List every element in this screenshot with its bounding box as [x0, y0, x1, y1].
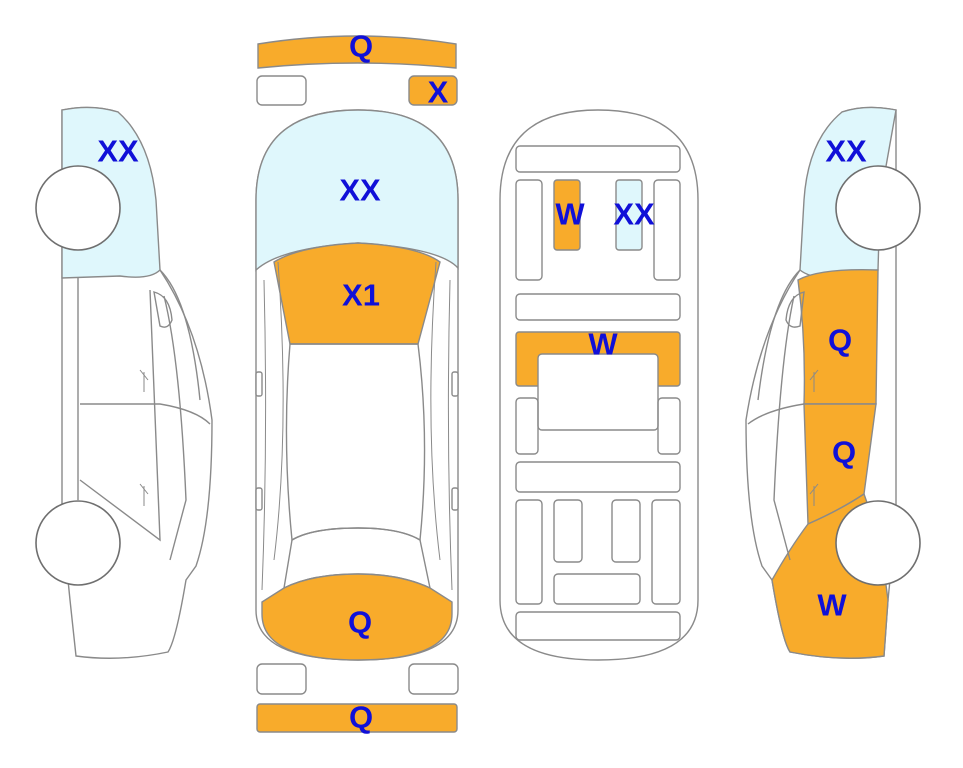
label-underbody-front-left-rail: W — [555, 197, 585, 232]
underbody-rear-crossbar — [515, 461, 681, 493]
underbody-left-sill — [515, 397, 539, 455]
rear-light-left[interactable] — [256, 663, 307, 695]
right-side-door-seam — [747, 403, 805, 425]
label-hood-front: X1 — [342, 278, 380, 313]
right-side-front-edge — [773, 295, 795, 561]
label-right-rear-door: Q — [832, 435, 856, 470]
right-side-rail — [447, 279, 453, 591]
left-side-rail-inner — [273, 261, 284, 561]
underbody-right-sill — [657, 397, 681, 455]
car-underbody-view — [499, 109, 699, 661]
damage-code-labels: Q X XX X1 Q Q XX XX Q Q W W XX W — [97, 29, 867, 735]
trunk[interactable] — [261, 573, 453, 661]
underbody-mid-bar — [515, 293, 681, 321]
underbody-rear-right-frame — [651, 499, 681, 605]
front-light-right[interactable] — [408, 75, 458, 106]
label-right-front-glass: XX — [825, 134, 867, 169]
right-rear-mirror — [451, 487, 459, 511]
left-side-rail — [261, 279, 267, 591]
underbody-rear-bumper-bar — [515, 611, 681, 641]
underbody-rear-inner-left — [553, 499, 583, 563]
car-left-side-view — [35, 106, 213, 659]
rear-bumper[interactable] — [256, 703, 458, 733]
left-side-front-door — [79, 289, 161, 542]
underbody-left-frame — [515, 179, 543, 281]
left-side-mirror — [153, 291, 173, 328]
front-light-left[interactable] — [256, 75, 307, 106]
label-left-front-glass: XX — [97, 134, 139, 169]
underbody-front-right-rail[interactable] — [615, 179, 643, 251]
label-rear-bumper: Q — [349, 700, 373, 735]
label-right-front-door: Q — [828, 323, 852, 358]
underbody-rear-tank — [553, 573, 641, 605]
right-side-handle-rear — [809, 483, 819, 506]
car-top-view — [255, 35, 459, 733]
label-front-bumper: Q — [349, 29, 373, 64]
rear-light-right[interactable] — [408, 663, 459, 695]
left-side-door-seam — [80, 403, 211, 425]
right-side-rail-inner — [430, 261, 441, 561]
left-side-handle-rear — [139, 483, 149, 506]
left-side-rear-edge — [163, 295, 187, 561]
right-side-mirror — [785, 291, 805, 328]
underbody-front-crossbar — [515, 145, 681, 173]
underbody-right-frame — [653, 179, 681, 281]
right-mirror — [451, 371, 459, 397]
left-mirror — [255, 371, 263, 397]
label-underbody-front-right-rail: XX — [613, 197, 655, 232]
left-side-a-pillar — [159, 269, 201, 401]
hood-front[interactable] — [273, 242, 441, 345]
underbody-rear-inner-right — [611, 499, 641, 563]
left-side-rear-wheel — [35, 500, 121, 586]
underbody-front-left-rail[interactable] — [553, 179, 581, 251]
left-side-handle-front — [139, 369, 149, 392]
underbody-rear-left-frame — [515, 499, 543, 605]
right-side-handle-front — [809, 369, 819, 392]
underbody-center-pan — [537, 353, 659, 431]
right-side-rear-wheel — [835, 500, 921, 586]
front-bumper[interactable] — [257, 35, 457, 69]
label-trunk: Q — [348, 605, 372, 640]
right-side-a-pillar — [757, 269, 801, 401]
left-side-front-wheel — [35, 165, 121, 251]
left-rear-mirror — [255, 487, 263, 511]
car-right-side-view — [745, 106, 921, 659]
label-windshield: XX — [339, 173, 381, 208]
label-right-rear-fender: W — [817, 588, 847, 623]
label-underbody-crossmember: W — [588, 327, 618, 362]
right-side-front-wheel — [835, 165, 921, 251]
label-front-light-right: X — [428, 75, 449, 110]
